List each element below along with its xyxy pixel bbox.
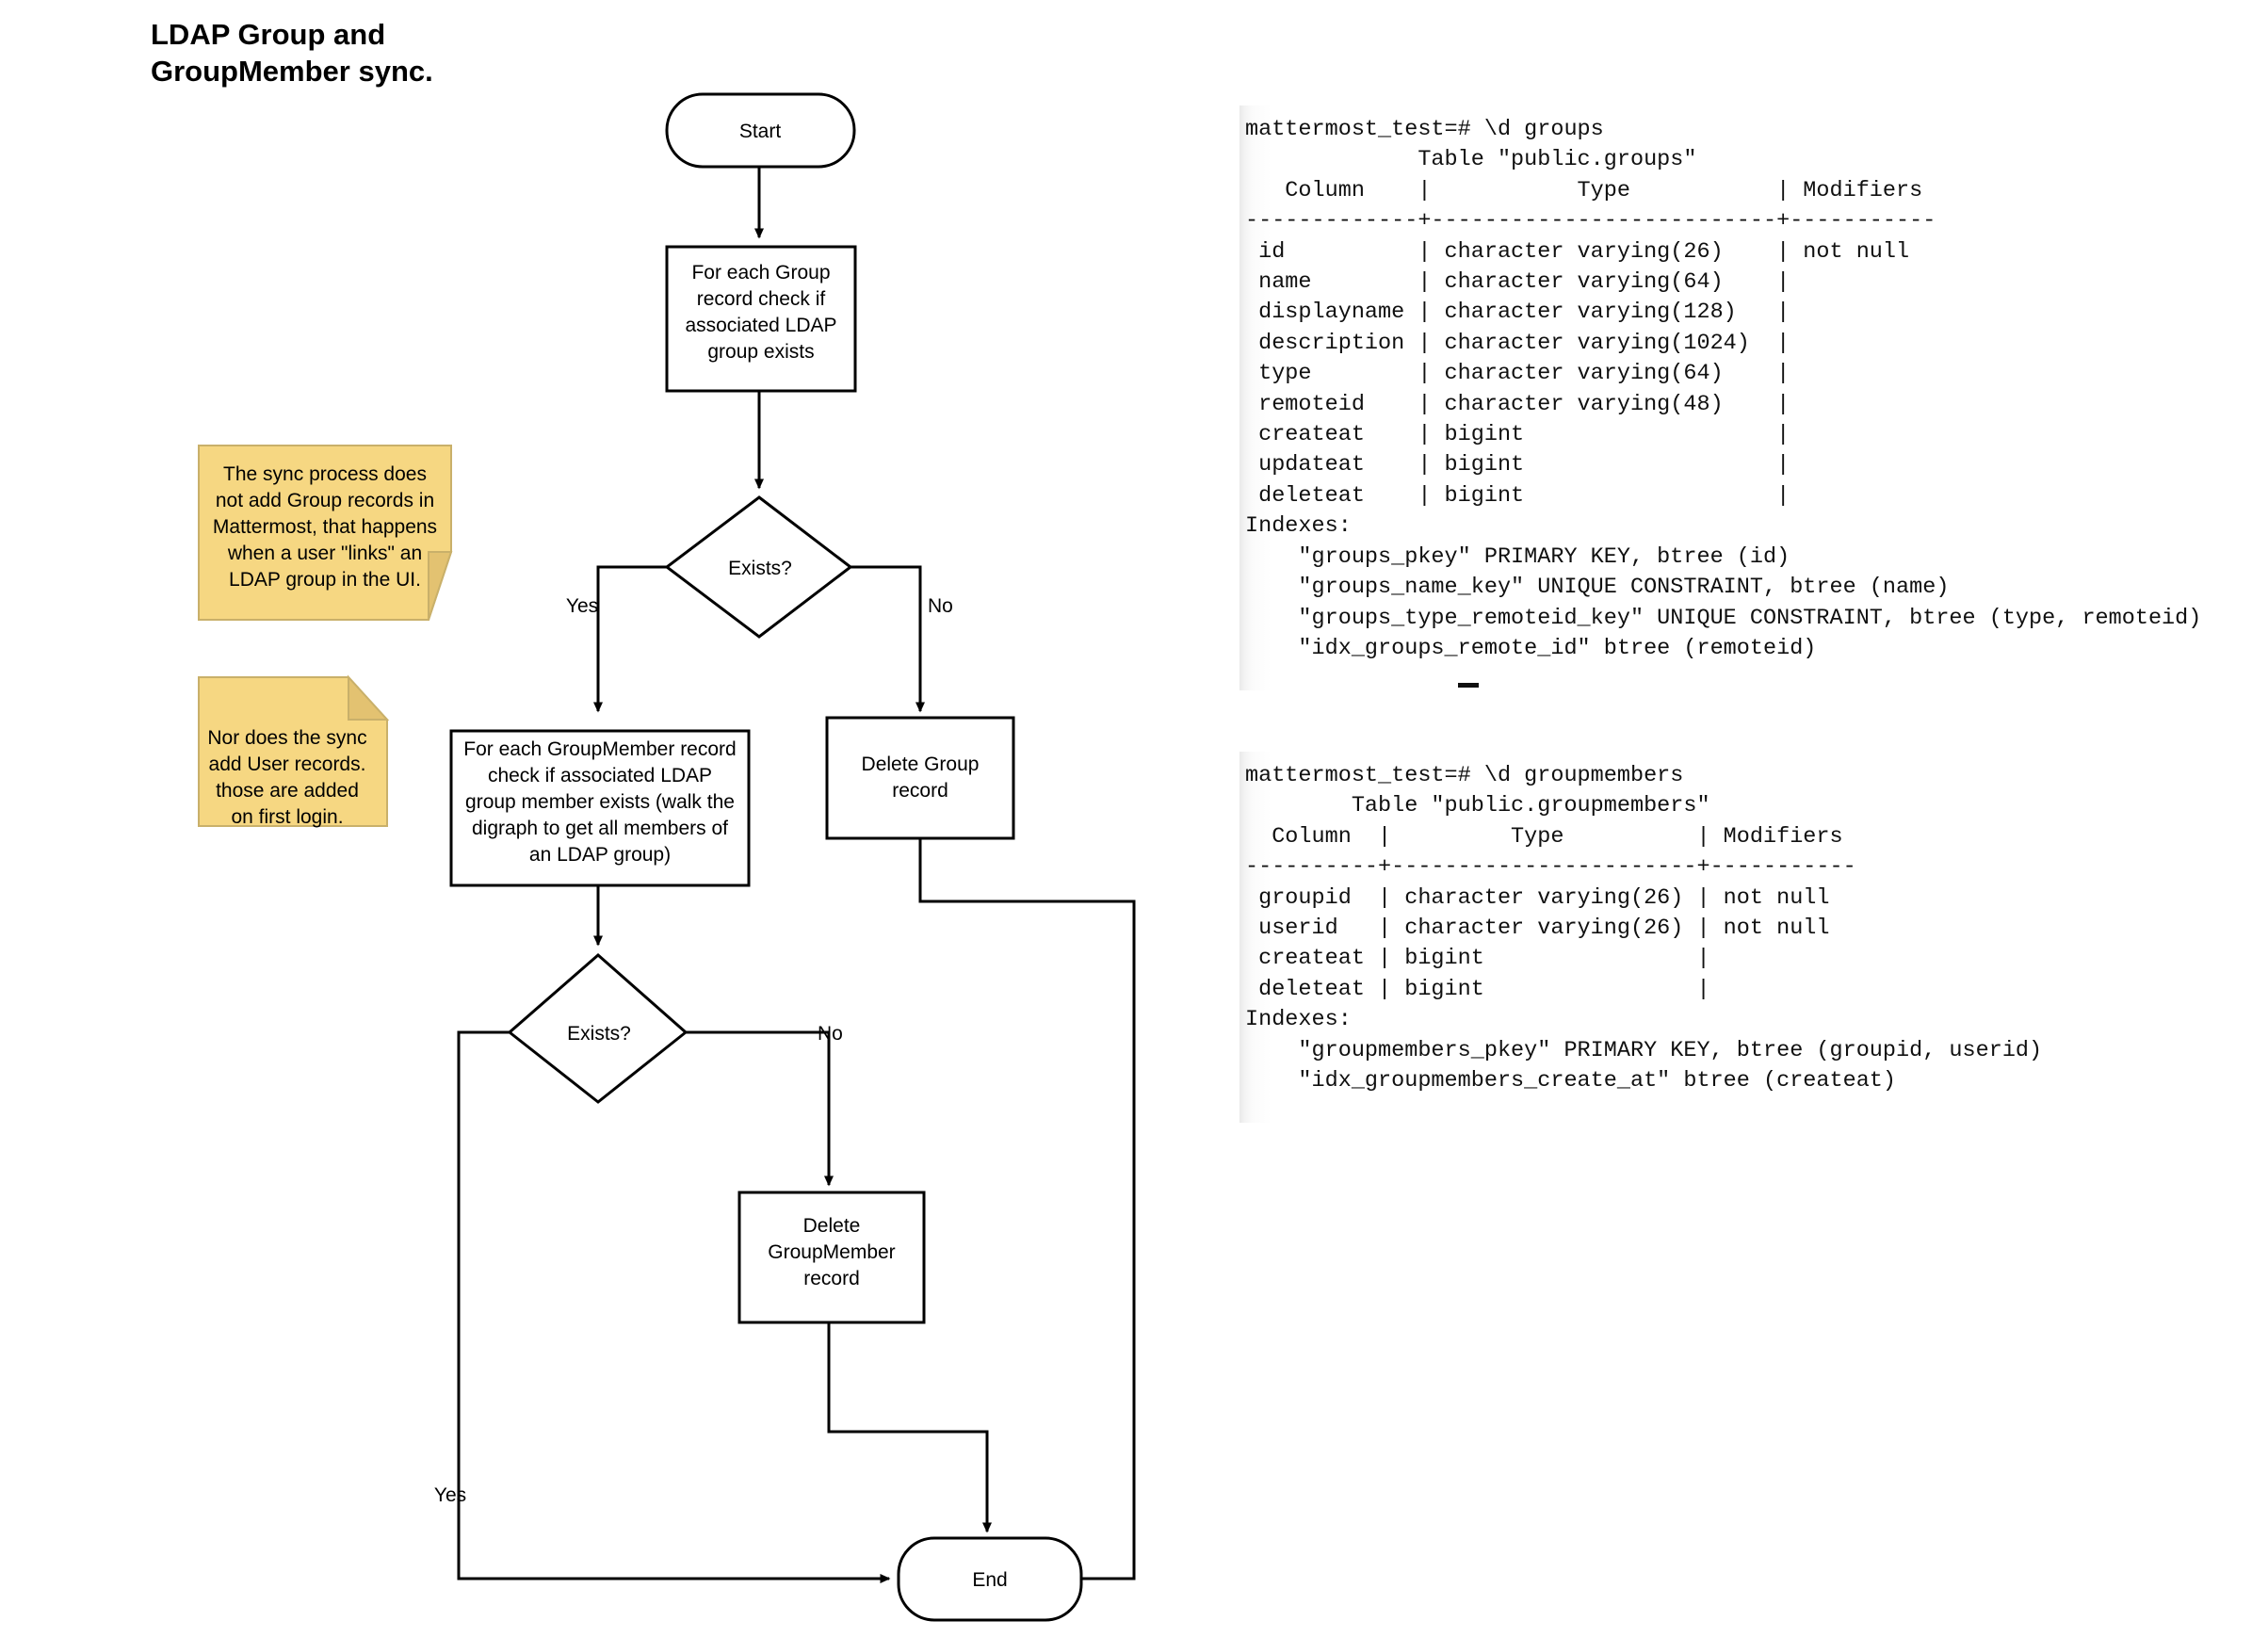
edge-delete-group-to-end [918,838,1136,1583]
edge-delete-groupmember-to-end [827,1322,992,1533]
node-decision-group-label: Exists? [728,558,792,579]
node-check-groupmember-line-1: check if associated LDAP [488,765,712,786]
groups-output-line-14: "groups_pkey" PRIMARY KEY, btree (id) [1245,543,1790,570]
node-delete-groupmember-line-2: record [803,1268,860,1289]
branch-label-group-no: No [928,595,953,617]
branch-label-member-no: No [818,1023,843,1045]
groups-output-line-11: updateat | bigint | [1245,452,1790,478]
branch-label-member-yes: Yes [434,1484,466,1506]
groups-output-line-16: "groups_type_remoteid_key" UNIQUE CONSTR… [1245,605,2202,631]
note-sync-group-line-1: not add Group records in [216,490,434,511]
groups-output-line-7: description | character varying(1024) | [1245,330,1790,356]
groupmembers-output-line-10: "idx_groupmembers_create_at" btree (crea… [1245,1068,1897,1094]
node-decision-group[interactable]: Exists? [664,495,853,639]
note-sync-group-line-2: Mattermost, that happens [213,516,437,538]
node-delete-groupmember-line-1: GroupMember [768,1241,895,1263]
flow-edges [457,167,1136,1583]
note-sync-user-line-1: add User records. [209,754,366,775]
node-check-group-line-1: record check if [697,288,826,310]
groupmembers-output-line-1: Table "public.groupmembers" [1245,793,1710,819]
groupmembers-output-line-0: mattermost_test=# \d groupmembers [1245,763,1684,788]
node-check-groupmember[interactable]: For each GroupMember record check if ass… [449,729,751,887]
groupmembers-output-line-9: "groupmembers_pkey" PRIMARY KEY, btree (… [1245,1037,2043,1063]
note-sync-user-line-3: on first login. [231,806,343,828]
node-decision-groupmember[interactable]: Exists? [507,953,688,1104]
groups-output-line-9: remoteid | character varying(48) | [1245,391,1790,417]
groupmembers-output-line-5: userid | character varying(26) | not nul… [1245,916,1830,942]
groups-output-line-8: type | character varying(64) | [1245,361,1790,387]
note-sync-group-line-4: LDAP group in the UI. [229,569,421,591]
groupmembers-output-line-2: Column | Type | Modifiers [1245,823,1856,850]
groups-output-line-1: Table "public.groups" [1245,147,1697,173]
groups-output-line-10: createat | bigint | [1245,422,1790,448]
note-sync-group: The sync process does not add Group reco… [198,445,453,621]
node-check-group[interactable]: For each Group record check if associate… [665,245,857,393]
groups-output-line-0: mattermost_test=# \d groups [1245,117,1604,142]
node-check-groupmember-line-4: an LDAP group) [529,844,671,866]
node-check-groupmember-line-2: group member exists (walk the [465,791,735,813]
groups-output-line-15: "groups_name_key" UNIQUE CONSTRAINT, btr… [1245,575,1950,601]
groups-output-line-17: "idx_groups_remote_id" btree (remoteid) [1245,635,1817,661]
edge-decision-group-yes [593,565,667,713]
node-decision-groupmember-label: Exists? [567,1023,631,1045]
terminal-output-groupmembers: mattermost_test=# \d groupmembers Table … [1239,752,2043,1124]
groupmembers-output-line-3: ----------+-----------------------+-----… [1245,854,1856,881]
note-sync-user-line-0: Nor does the sync [207,727,366,749]
groupmembers-output-line-8: Indexes: [1245,1007,1352,1033]
groups-output-line-4: id | character varying(26) | not null [1245,238,1910,265]
node-end-label: End [972,1569,1007,1591]
branch-label-group-yes: Yes [566,595,598,617]
node-check-groupmember-line-0: For each GroupMember record [463,738,736,760]
node-check-group-line-3: group exists [707,341,814,363]
groups-output-line-6: displayname | character varying(128) | [1245,300,1790,326]
node-delete-group-line-1: record [892,780,948,802]
terminal-cursor-dash [1458,683,1479,688]
node-check-groupmember-line-3: digraph to get all members of [472,818,728,839]
node-delete-groupmember-line-0: Delete [803,1215,861,1237]
page-title: LDAP Group and GroupMember sync. [151,18,433,88]
node-start-label: Start [739,121,782,142]
node-check-group-line-0: For each Group [691,262,830,284]
groups-output-line-13: Indexes: [1245,513,1352,540]
groups-output-line-3: -------------+--------------------------… [1245,208,1936,235]
groupmembers-output-line-7: deleteat | bigint | [1245,976,1710,1002]
edge-decision-member-yes [457,1030,891,1583]
note-sync-group-line-3: when a user "links" an [227,543,422,564]
note-sync-user: Nor does the sync add User records. thos… [198,674,390,828]
groups-output-line-12: deleteat | bigint | [1245,482,1790,509]
node-start[interactable]: Start [665,92,856,169]
flowchart-diagram: Start For each Group record check if ass… [198,92,1136,1622]
groupmembers-output-line-6: createat | bigint | [1245,946,1710,972]
node-delete-group-line-0: Delete Group [862,754,980,775]
note-sync-user-line-2: those are added [216,780,359,802]
edge-decision-member-no [686,1030,834,1187]
groups-output-line-5: name | character varying(64) | [1245,269,1790,296]
node-delete-group[interactable]: Delete Group record [825,716,1015,840]
note-sync-group-line-0: The sync process does [223,463,427,485]
edge-decision-group-no [850,565,925,713]
terminal-output-groups: mattermost_test=# \d groups Table "publi… [1239,105,2202,691]
node-delete-groupmember[interactable]: Delete GroupMember record [737,1191,926,1324]
groupmembers-output-line-4: groupid | character varying(26) | not nu… [1245,884,1830,911]
node-check-group-line-2: associated LDAP [685,315,836,336]
groups-output-line-2: Column | Type | Modifiers [1245,177,1936,203]
node-end[interactable]: End [897,1536,1083,1622]
